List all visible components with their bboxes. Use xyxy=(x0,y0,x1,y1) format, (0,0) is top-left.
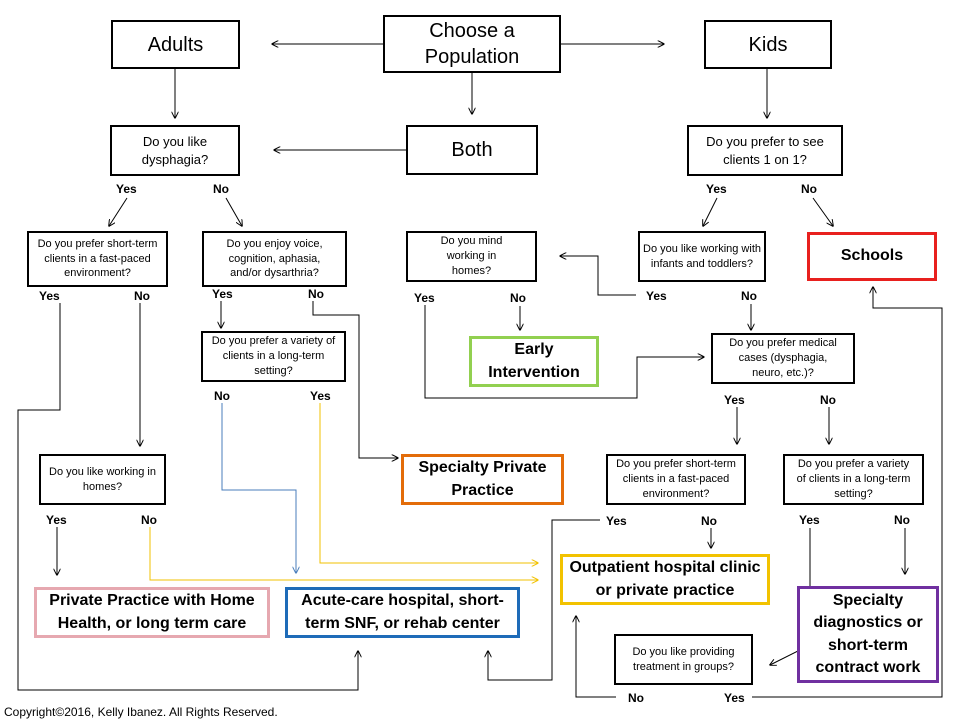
line-groups-yes xyxy=(752,287,943,698)
line-homes-no xyxy=(149,527,538,580)
adult-homes-question: Do you like working in homes? xyxy=(39,454,166,505)
acute-care-outcome: Acute-care hospital, short-term SNF, or … xyxy=(285,587,520,638)
arrow-oneonone-no xyxy=(812,197,833,226)
adult-long-term-question: Do you prefer a variety of clients in a … xyxy=(201,331,346,382)
kid-long-term-question: Do you prefer a variety of clients in a … xyxy=(783,454,924,505)
voice-no-label: No xyxy=(308,287,324,301)
line-longterm-yes xyxy=(319,403,538,563)
mind-homes-yes-label: Yes xyxy=(414,291,435,305)
line-kid-shortterm-yes xyxy=(488,519,600,681)
early-intervention-outcome: Early Intervention xyxy=(469,336,599,387)
specialty-diagnostics-outcome: Specialty diagnostics or short-term cont… xyxy=(797,586,939,683)
both-node: Both xyxy=(406,125,538,175)
kids-node: Kids xyxy=(704,20,832,69)
adults-node: Adults xyxy=(111,20,240,69)
mind-homes-no-label: No xyxy=(510,291,526,305)
private-practice-home-health-outcome: Private Practice with Home Health, or lo… xyxy=(34,587,270,638)
line-adult-shortterm-yes xyxy=(17,303,358,691)
adult-short-term-no-label: No xyxy=(134,289,150,303)
line-infants-yes xyxy=(560,256,636,296)
copyright-notice: Copyright©2016, Kelly Ibanez. All Rights… xyxy=(4,705,278,719)
kid-long-term-no-label: No xyxy=(894,513,910,527)
dysphagia-no-label: No xyxy=(213,182,229,196)
adult-short-term-question: Do you prefer short-term clients in a fa… xyxy=(27,231,168,287)
infants-yes-label: Yes xyxy=(646,289,667,303)
mind-homes-question: Do you mind working in homes? xyxy=(406,231,537,282)
kid-short-term-question: Do you prefer short-term clients in a fa… xyxy=(606,454,746,505)
adult-short-term-yes-label: Yes xyxy=(39,289,60,303)
medical-question: Do you prefer medical cases (dysphagia, … xyxy=(711,333,855,384)
line-voice-no xyxy=(312,301,398,458)
dysphagia-yes-label: Yes xyxy=(116,182,137,196)
adult-homes-no-label: No xyxy=(141,513,157,527)
voice-yes-label: Yes xyxy=(212,287,233,301)
specialty-private-practice-outcome: Specialty Private Practice xyxy=(401,454,564,505)
one-on-one-no-label: No xyxy=(801,182,817,196)
outpatient-outcome: Outpatient hospital clinic or private pr… xyxy=(560,554,770,605)
adult-homes-yes-label: Yes xyxy=(46,513,67,527)
arrow-oneonone-yes xyxy=(703,197,718,226)
line-mind-homes-yes xyxy=(424,305,704,399)
voice-question: Do you enjoy voice, cognition, aphasia, … xyxy=(202,231,347,287)
one-on-one-question: Do you prefer to see clients 1 on 1? xyxy=(687,125,843,176)
one-on-one-yes-label: Yes xyxy=(706,182,727,196)
schools-outcome: Schools xyxy=(807,232,937,281)
groups-no-label: No xyxy=(628,691,644,705)
medical-no-label: No xyxy=(820,393,836,407)
kid-short-term-no-label: No xyxy=(701,514,717,528)
arrow-dysphagia-yes xyxy=(109,197,128,226)
kid-short-term-yes-label: Yes xyxy=(606,514,627,528)
groups-question: Do you like providing treatment in group… xyxy=(614,634,753,685)
dysphagia-question: Do you like dysphagia? xyxy=(110,125,240,176)
infants-question: Do you like working with infants and tod… xyxy=(638,231,766,282)
infants-no-label: No xyxy=(741,289,757,303)
adult-long-term-no-label: No xyxy=(214,389,230,403)
groups-yes-label: Yes xyxy=(724,691,745,705)
line-groups-no xyxy=(576,616,616,698)
choose-population-node: Choose a Population xyxy=(383,15,561,73)
arrow-dysphagia-no xyxy=(225,197,242,226)
line-longterm-no xyxy=(221,403,296,573)
kid-long-term-yes-label: Yes xyxy=(799,513,820,527)
adult-long-term-yes-label: Yes xyxy=(310,389,331,403)
medical-yes-label: Yes xyxy=(724,393,745,407)
